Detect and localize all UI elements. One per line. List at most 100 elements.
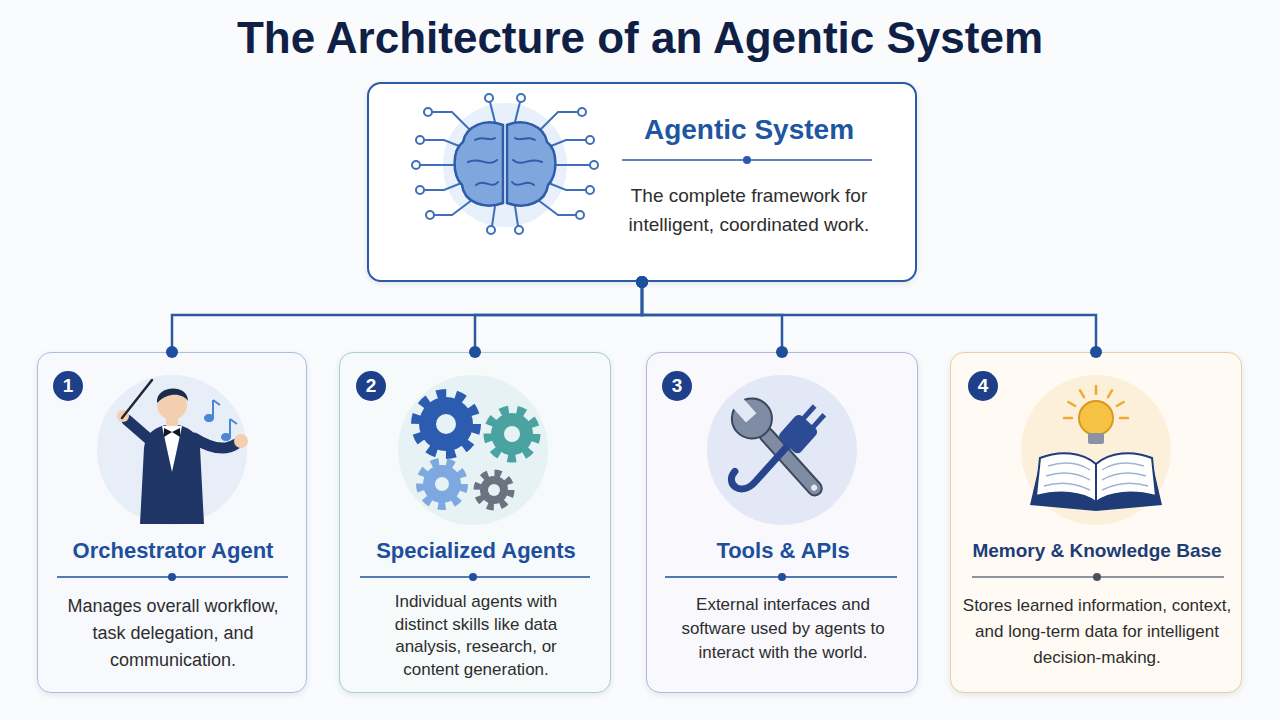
circuit-node: [586, 186, 594, 194]
circuit-node: [424, 108, 432, 116]
card-heading: Memory & Knowledge Base: [951, 538, 1243, 564]
circuit-node: [416, 186, 424, 194]
plug-prong: [801, 404, 816, 420]
bulb-ray: [1120, 417, 1128, 420]
component-card: Tools & APIsExternal interfaces and soft…: [646, 352, 918, 693]
gear-body: [423, 465, 461, 503]
figure-neck: [166, 414, 178, 426]
page-line: [1046, 473, 1090, 480]
rule-dot: [743, 156, 751, 164]
component-card: Orchestrator AgentManages overall workfl…: [37, 352, 307, 693]
bulb-ray: [1095, 386, 1098, 394]
conductor-icon: [97, 375, 248, 525]
shirt-front: [162, 426, 182, 472]
book-page: [1096, 453, 1156, 502]
bulb-glass: [1079, 401, 1113, 435]
bulb-ray: [1068, 402, 1075, 406]
component-card: Memory & Knowledge BaseStores learned in…: [950, 352, 1242, 693]
plug-prong: [811, 413, 826, 429]
knowledge-icon: [1021, 375, 1171, 525]
card-heading: Specialized Agents: [340, 538, 612, 564]
connector-dot: [636, 276, 648, 288]
bulb-ray: [1080, 390, 1084, 397]
figure-hand: [117, 410, 129, 422]
page-line: [1102, 473, 1146, 480]
circuit-line: [515, 102, 520, 122]
bulb-base: [1088, 433, 1104, 444]
figure-hand: [234, 434, 248, 448]
suit-body: [140, 424, 204, 524]
icon-backdrop: [97, 375, 247, 525]
circuit-line: [424, 182, 464, 190]
brain-fold: [513, 160, 542, 163]
gear-body: [491, 413, 533, 455]
connector-dot: [469, 346, 481, 358]
gear-hole: [488, 484, 500, 496]
page-line: [1102, 483, 1148, 490]
plug-cord: [727, 430, 788, 495]
gear-teeth: [488, 410, 536, 458]
note-head: [205, 415, 214, 422]
page-lines: [1044, 463, 1148, 490]
card-heading: Tools & APIs: [647, 538, 919, 564]
brain-fold: [515, 138, 535, 140]
book-cover: [1030, 462, 1162, 511]
figure-arm: [127, 420, 150, 440]
note-flag: [213, 400, 220, 405]
note-flag: [230, 419, 237, 424]
heading-rule: [622, 159, 872, 161]
circuit-node: [412, 161, 420, 169]
icon-backdrop: [398, 375, 548, 525]
rule-dot: [1093, 573, 1101, 581]
bulb-ray: [1117, 402, 1124, 406]
icon-backdrop: [443, 103, 567, 227]
circuit-node: [485, 94, 493, 102]
page-line: [1044, 483, 1090, 490]
circuit-line: [540, 112, 578, 130]
circuit-line: [432, 112, 470, 130]
page-line: [1048, 463, 1090, 470]
rule-dot: [168, 573, 176, 581]
circuit-line: [424, 140, 464, 148]
note-stem: [229, 419, 231, 437]
wrench-handle: [757, 425, 825, 498]
connector-dot: [1090, 346, 1102, 358]
tree-connector: [642, 282, 1096, 352]
music-notes: [205, 400, 238, 441]
circuit-node: [578, 108, 586, 116]
tree-connector: [642, 282, 782, 352]
brain-icon: [412, 94, 598, 234]
note-head: [222, 434, 231, 441]
connector-dot: [636, 276, 648, 288]
connector-layer: [166, 276, 1102, 358]
figure-hair: [157, 388, 188, 403]
bulb-rays: [1064, 386, 1128, 418]
card-heading: Orchestrator Agent: [38, 538, 308, 564]
circuit-node: [517, 94, 525, 102]
gears-icon: [398, 375, 548, 525]
gear-hole: [435, 477, 449, 491]
component-card: Specialized AgentsIndividual agents with…: [339, 352, 611, 693]
baton: [122, 380, 152, 418]
brain-fold: [475, 138, 495, 140]
brain-folds: [468, 138, 542, 185]
circuit-line: [420, 164, 460, 166]
brain-hemisphere: [507, 122, 555, 205]
tools-icon: [707, 375, 857, 525]
system-box: Agentic SystemThe complete framework for…: [367, 82, 917, 282]
connector-dot: [776, 346, 788, 358]
gear-body: [480, 476, 508, 504]
circuit-line: [515, 206, 518, 226]
circuit-node: [576, 211, 584, 219]
card-description: External interfaces and software used by…: [667, 593, 899, 665]
note-stem: [212, 400, 214, 418]
circuit-node: [586, 136, 594, 144]
book-page: [1036, 453, 1096, 502]
card-description: Manages overall workflow, task delegatio…: [53, 593, 293, 674]
card-description: Individual agents with distinct skills l…: [371, 591, 581, 681]
tree-connector: [172, 282, 642, 352]
brain-fold: [512, 182, 534, 185]
circuit-line: [434, 200, 472, 215]
circuit-node: [590, 161, 598, 169]
